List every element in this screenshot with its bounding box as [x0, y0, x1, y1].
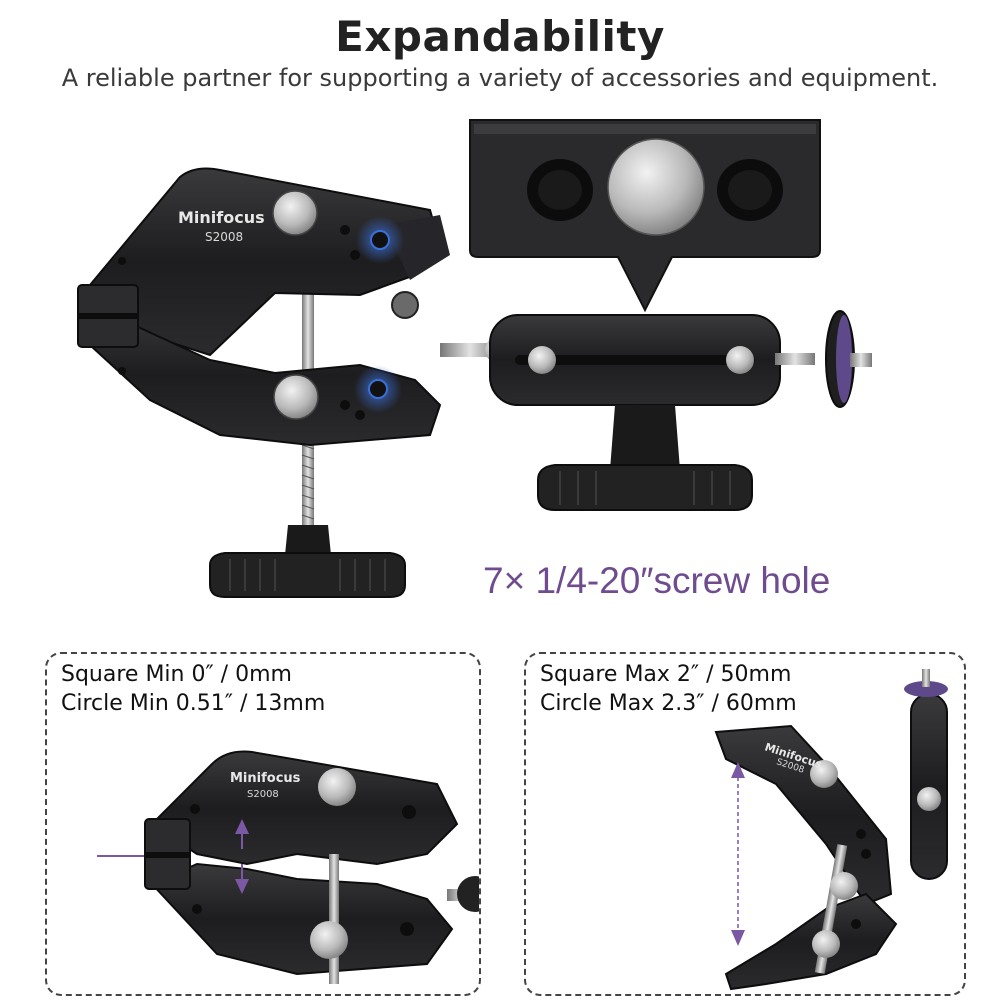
circle-max-label: Circle Max 2.3″ / 60mm — [540, 691, 797, 716]
magic-arm-body — [489, 314, 781, 406]
screw-hole-callout: 7× 1/4-20″screw hole — [483, 560, 831, 601]
min-capacity-text: Square Min 0″ / 0mm Circle Min 0.51″ / 1… — [61, 660, 325, 718]
min-brand-label: Minifocus — [230, 771, 301, 786]
clamp-product-illustration: Minifocus S2008 — [77, 119, 872, 598]
clamp-lower-arm — [89, 303, 442, 447]
min-model-label: S2008 — [247, 789, 279, 800]
screw-hole-zoom-box — [469, 119, 821, 313]
arm-t-knob — [537, 405, 753, 511]
square-max-label: Square Max 2″ / 50mm — [540, 662, 792, 687]
clamp-t-knob — [209, 525, 406, 598]
page-title: Expandability — [335, 12, 665, 61]
min-capacity-panel: Minifocus S2008 Square Min 0″ / 0mm Circ… — [45, 652, 481, 996]
min-clamp-illustration: Minifocus S2008 — [97, 750, 479, 984]
model-label: S2008 — [205, 230, 243, 244]
max-capacity-panel: Minifocus S2008 Square Max 2″ / 50mm Cir… — [524, 652, 966, 996]
max-capacity-text: Square Max 2″ / 50mm Circle Max 2.3″ / 6… — [540, 660, 797, 718]
page-subtitle: A reliable partner for supporting a vari… — [61, 64, 939, 92]
circle-min-label: Circle Min 0.51″ / 13mm — [61, 691, 326, 716]
cold-shoe-mount — [825, 310, 872, 408]
brand-label: Minifocus — [178, 208, 265, 227]
max-clamp-illustration: Minifocus S2008 — [714, 669, 948, 991]
square-min-label: Square Min 0″ / 0mm — [61, 662, 292, 687]
clamp-upper-arm — [88, 167, 450, 357]
